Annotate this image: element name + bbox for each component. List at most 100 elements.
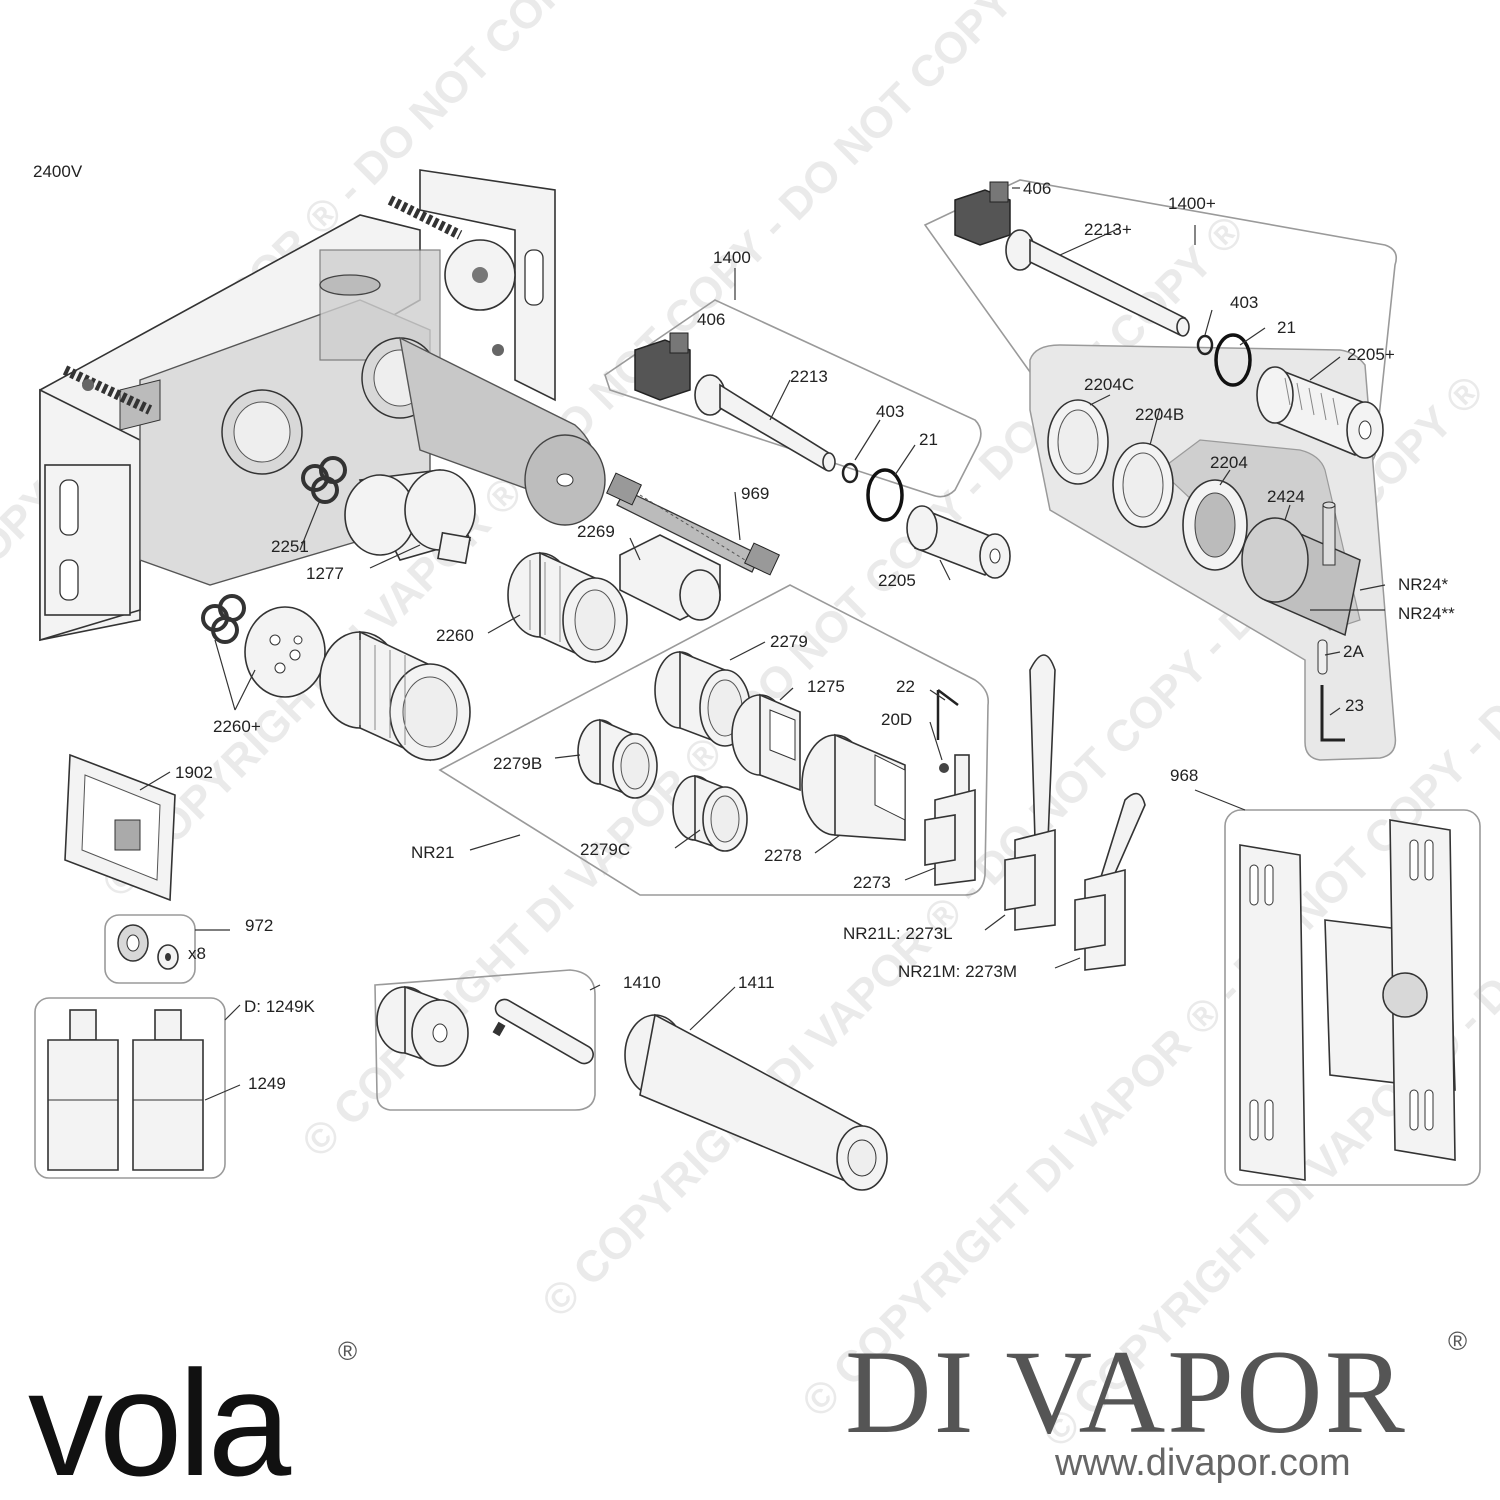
label-2204b: 2204B — [1135, 405, 1184, 424]
extension-969 — [605, 472, 781, 576]
vola-wordmark: vola — [28, 1339, 292, 1500]
label-2251: 2251 — [271, 537, 309, 556]
spindle-block-406-upper — [954, 181, 1011, 246]
oring-set-2251 — [301, 456, 347, 504]
label-406-lower: 406 — [697, 310, 725, 329]
part-labels: 2400V 406 1400+ 2213+ 403 21 2205+ 1400 … — [33, 162, 1455, 1093]
vola-registered-mark: ® — [338, 1336, 357, 1366]
ring-2204c-inner — [1057, 409, 1099, 475]
hex-adaptor-2269 — [619, 534, 721, 621]
label-2204c: 2204C — [1084, 375, 1134, 394]
spout-adaptor-2273l — [1004, 654, 1056, 931]
label-406-upper: 406 — [1023, 179, 1051, 198]
sleeve-2260 — [507, 551, 628, 664]
spout-adaptor-2273 — [924, 754, 976, 886]
check-valve-1249-left — [47, 1009, 119, 1171]
oring-403-upper — [1196, 334, 1214, 356]
label-1400plus: 1400+ — [1168, 194, 1216, 213]
label-2260: 2260 — [436, 626, 474, 645]
ring-2279b — [577, 718, 658, 799]
label-nr21: NR21 — [411, 843, 454, 862]
divapor-wordmark: DI VAPOR — [845, 1325, 1407, 1458]
leader-lines — [139, 187, 1386, 1101]
label-1400: 1400 — [713, 248, 751, 267]
label-1275: 1275 — [807, 677, 845, 696]
disc-2260plus — [244, 606, 326, 698]
oring-set-2260plus — [201, 594, 246, 644]
bonnet-2205 — [906, 505, 1011, 579]
body-2278 — [801, 733, 906, 841]
label-1277: 1277 — [306, 564, 344, 583]
label-d-1249k: D: 1249K — [244, 997, 316, 1016]
label-969: 969 — [741, 484, 769, 503]
allen-key-22 — [936, 689, 959, 740]
group-968-outline — [1224, 809, 1481, 1186]
label-21-lower: 21 — [919, 430, 938, 449]
oring-403-lower — [841, 462, 859, 484]
label-20d: 20D — [881, 710, 912, 729]
label-2205: 2205 — [878, 571, 916, 590]
ring-21-lower — [866, 468, 904, 522]
label-nr24-double: NR24** — [1398, 604, 1455, 623]
label-2279c: 2279C — [580, 840, 630, 859]
divapor-logo: DI VAPOR ® www.divapor.com — [845, 1325, 1467, 1484]
handle-2424 — [1241, 501, 1361, 637]
valve-body-2400v — [39, 169, 606, 642]
group-1410-outline — [374, 969, 596, 1111]
label-968: 968 — [1170, 766, 1198, 785]
label-nr21m-2273m: NR21M: 2273M — [898, 962, 1017, 981]
sleeve-2260plus — [319, 630, 471, 762]
label-2213: 2213 — [790, 367, 828, 386]
divapor-website-url: www.divapor.com — [1054, 1442, 1351, 1484]
label-nr21l-2273l: NR21L: 2273L — [843, 924, 953, 943]
label-972: 972 — [245, 916, 273, 935]
label-23: 23 — [1345, 696, 1364, 715]
vola-logo: vola ® — [28, 1336, 357, 1500]
label-2279: 2279 — [770, 632, 808, 651]
group-1249-outline — [34, 997, 226, 1179]
divapor-registered-mark: ® — [1448, 1326, 1467, 1356]
label-1411: 1411 — [738, 973, 775, 992]
spindle-2213plus — [1005, 229, 1190, 337]
spout-adaptor-2273m — [1074, 792, 1146, 971]
label-2269: 2269 — [577, 522, 615, 541]
tool-kit-1410 — [376, 985, 594, 1067]
spindle-block-406-lower — [634, 332, 691, 401]
group-nr21-outline — [438, 584, 990, 896]
key-tool-1411 — [624, 1013, 888, 1191]
label-2279b: 2279B — [493, 754, 542, 773]
label-1249: 1249 — [248, 1074, 286, 1093]
label-x8: x8 — [188, 944, 206, 963]
label-2205plus: 2205+ — [1347, 345, 1395, 364]
mounting-bracket-968 — [1239, 819, 1456, 1181]
label-2213plus: 2213+ — [1084, 220, 1132, 239]
label-2204: 2204 — [1210, 453, 1248, 472]
check-valve-1249-right — [132, 1009, 204, 1171]
allen-key-23 — [1320, 685, 1345, 742]
label-403-lower: 403 — [876, 402, 904, 421]
instruction-card-1902 — [64, 753, 176, 902]
label-2424: 2424 — [1267, 487, 1305, 506]
label-21-upper: 21 — [1277, 318, 1296, 337]
ring-21-upper — [1214, 333, 1252, 387]
group-972-outline — [104, 914, 196, 984]
diverter-1275 — [731, 693, 801, 792]
group-1400-outline — [604, 299, 982, 498]
bonnet-2205plus — [1256, 366, 1384, 459]
label-2273: 2273 — [853, 873, 891, 892]
label-2278: 2278 — [764, 846, 802, 865]
label-1902: 1902 — [175, 763, 213, 782]
ring-2204-inner — [1194, 492, 1236, 558]
cartridge-1277 — [344, 469, 476, 565]
ring-2279c — [672, 774, 748, 852]
label-assembly-code: 2400V — [33, 162, 83, 181]
label-1410: 1410 — [623, 973, 661, 992]
label-22: 22 — [896, 677, 915, 696]
ring-2279 — [654, 650, 751, 747]
label-2a: 2A — [1343, 642, 1364, 661]
washer-set-972 — [117, 924, 179, 970]
label-2260plus: 2260+ — [213, 717, 261, 736]
grub-screw-2a — [1317, 639, 1328, 675]
ring-2204b-inner — [1122, 452, 1164, 518]
